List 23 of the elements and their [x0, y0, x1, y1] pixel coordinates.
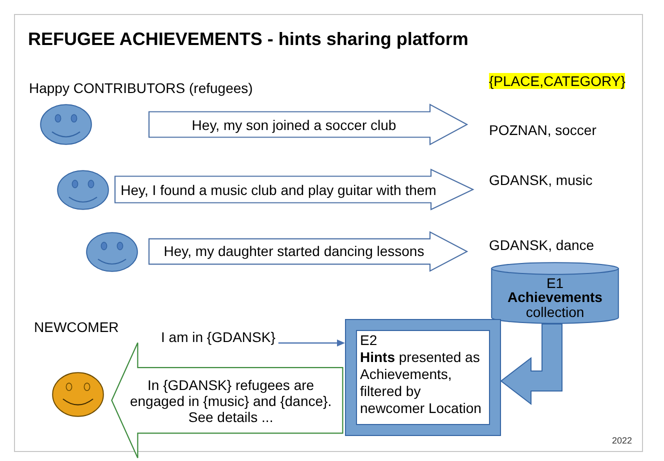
- group-label: Happy CONTRIBUTORS (refugees): [29, 80, 253, 96]
- group-label: NEWCOMER: [34, 318, 119, 335]
- entity-description: Achievements collection: [506, 290, 604, 320]
- entity-id-text: E2: [360, 332, 378, 348]
- smiley-face-icon: [57, 170, 109, 210]
- arrow-label: Hey, my son joined a soccer club: [192, 116, 396, 133]
- place-category-label: GDANSK, music: [489, 172, 592, 188]
- message-text: I am in {GDANSK}: [161, 329, 276, 345]
- entity-description: Hints presented as Achievements, filtered by newcomer Location: [360, 348, 482, 416]
- connector-arrow: [278, 340, 345, 346]
- place-category-label: POZNAN, soccer: [489, 122, 596, 138]
- entity-id-text: E1: [546, 276, 564, 290]
- credit-text: 2022: [612, 436, 632, 446]
- smiley-face-icon: [40, 104, 92, 145]
- framed-panel: [345, 319, 501, 436]
- arrow-label: Hey, my daughter started dancing lessons: [164, 243, 424, 260]
- smiley-face-icon: [52, 372, 104, 416]
- diagram-title: REFUGEE ACHIEVEMENTS - hints sharing platform: [28, 28, 468, 50]
- smiley-face-icon: [86, 232, 138, 272]
- place-category-label: GDANSK, dance: [489, 237, 594, 253]
- bent-block-arrow: [500, 324, 562, 406]
- arrow-label: Hey, I found a music club and play guitar with them: [120, 182, 436, 198]
- database-cylinder: [491, 262, 619, 324]
